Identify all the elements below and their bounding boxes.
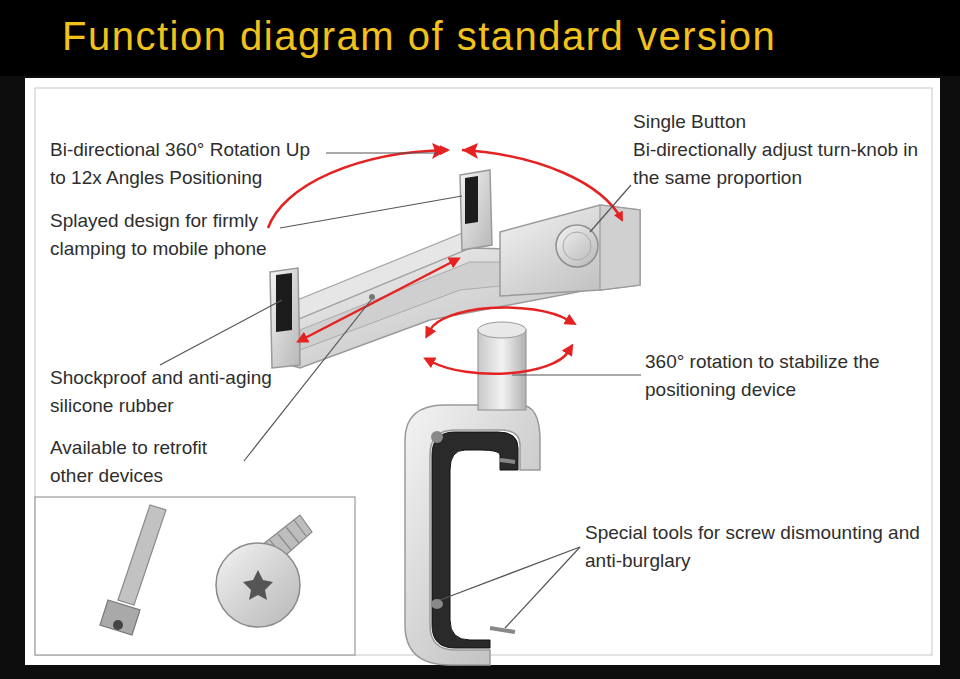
callout-label: 360° rotation to stabilize the positioni… [645, 348, 885, 404]
callout-label: Special tools for screw dismounting and … [585, 519, 920, 575]
callout-label: Splayed design for firmly clamping to mo… [50, 207, 290, 263]
callout-label: Shockproof and anti-aging silicone rubbe… [50, 364, 310, 420]
callout-label: Single Button [633, 108, 923, 136]
callout-label: Bi-directional 360° Rotation Up to 12x A… [50, 136, 322, 192]
callout-label: Available to retrofit other devices [50, 434, 250, 490]
title-text: Function diagram of standard version [62, 14, 776, 59]
callout-label: Bi-directionally adjust turn-knob in the… [633, 136, 929, 192]
